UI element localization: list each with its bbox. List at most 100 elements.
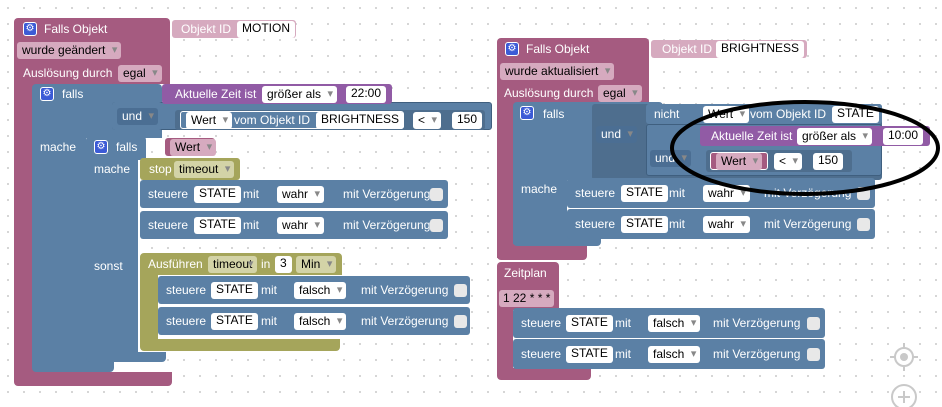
state-field[interactable]: STATE [211, 313, 258, 330]
delay-label: mit Verzögerung [713, 316, 801, 330]
mit-label: mit [261, 283, 277, 297]
cmp-value-field[interactable]: 150 [452, 112, 483, 129]
value-dropdown[interactable]: falsch [648, 346, 701, 363]
wert-var-dropdown[interactable]: Wert [716, 153, 763, 170]
time-value-field[interactable]: 22:00 [346, 86, 387, 103]
left-trigger-foot [14, 372, 172, 386]
mit-label: mit [243, 187, 259, 201]
objekt-field[interactable]: STATE [832, 106, 879, 123]
if2-foot [86, 352, 166, 362]
rif-mache: mache [521, 182, 558, 196]
steuere-label: steuere [575, 217, 616, 231]
time-value-field[interactable]: 10:00 [883, 128, 924, 145]
schedule-spine [497, 308, 513, 376]
wert-dropdown[interactable]: Wert [186, 112, 233, 129]
gear-icon[interactable]: ⚙ [40, 87, 54, 101]
if1-spine [32, 136, 86, 368]
state-field[interactable]: STATE [194, 217, 241, 234]
cmp-value-field[interactable]: 150 [813, 153, 844, 170]
state-field[interactable]: STATE [621, 216, 668, 233]
gear-icon[interactable]: ⚙ [505, 42, 519, 56]
and-dropdown[interactable]: und [117, 108, 159, 125]
time-label: Aktuelle Zeit ist [175, 87, 257, 101]
steuere-label: steuere [521, 347, 562, 361]
ausloesung-dropdown[interactable]: egal [118, 65, 162, 82]
objekt-id-field[interactable]: BRIGHTNESS [716, 41, 805, 58]
time-label: Aktuelle Zeit ist [711, 129, 793, 143]
delay-checkbox[interactable] [454, 315, 467, 328]
state-field[interactable]: STATE [566, 346, 613, 363]
value-dropdown[interactable]: falsch [294, 313, 347, 330]
if2-mache: mache [94, 162, 131, 176]
delay-label: mit Verzögerung [361, 283, 449, 297]
delay-checkbox[interactable] [430, 188, 443, 201]
steuere-label: steuere [166, 283, 207, 297]
delay-label: mit Verzögerung [764, 217, 852, 231]
exec-timeout-foot [140, 339, 340, 351]
cmp-dropdown[interactable]: < [413, 112, 442, 129]
delay-label: mit Verzögerung [713, 347, 801, 361]
value-dropdown[interactable]: wahr [703, 216, 751, 233]
time-operator-dropdown[interactable]: größer als [262, 86, 338, 103]
change-dropdown[interactable]: wurde geändert [17, 42, 122, 59]
mit-label: mit [261, 314, 277, 328]
steuere-label: steuere [521, 316, 562, 330]
exec-num-field[interactable]: 3 [275, 256, 292, 273]
if1-mache: mache [40, 140, 77, 154]
change-dropdown[interactable]: wurde aktualisiert [500, 63, 615, 80]
steuere-label: steuere [575, 186, 616, 200]
value-dropdown[interactable]: wahr [277, 186, 325, 203]
delay-checkbox[interactable] [430, 219, 443, 232]
wert-var-dropdown[interactable]: Wert [170, 139, 217, 156]
objekt-field[interactable]: BRIGHTNESS [316, 112, 405, 129]
delay-checkbox[interactable] [857, 218, 870, 231]
time-operator-dropdown[interactable]: größer als [797, 128, 873, 145]
cron-field[interactable]: 1 22 * * * [499, 290, 555, 307]
crosshair-icon[interactable] [889, 342, 919, 372]
if2-spine [86, 158, 138, 362]
and-dropdown[interactable]: und [596, 126, 638, 143]
objekt-id-label: Objekt ID [181, 22, 232, 36]
annotation-ellipse [670, 100, 940, 196]
mit-label: mit [669, 217, 685, 231]
steuere-label: steuere [148, 218, 189, 232]
delay-checkbox[interactable] [807, 317, 820, 330]
cmp-dropdown[interactable]: < [774, 153, 803, 170]
objekt-id-label: Objekt ID [662, 42, 713, 56]
objekt-id-field[interactable]: MOTION [237, 21, 295, 38]
right-trigger-spine [497, 100, 517, 258]
gear-icon[interactable]: ⚙ [520, 106, 534, 120]
mit-label: mit [669, 186, 685, 200]
vom-objekt-label: vom Objekt ID [750, 107, 827, 121]
exec-unit-dropdown[interactable]: Min [296, 256, 337, 273]
stop-timeout-dropdown[interactable]: timeout [174, 161, 235, 178]
gear-icon[interactable]: ⚙ [94, 140, 108, 154]
state-field[interactable]: STATE [621, 185, 668, 202]
value-dropdown[interactable]: falsch [294, 282, 347, 299]
state-field[interactable]: STATE [211, 282, 258, 299]
mit-label: mit [243, 218, 259, 232]
stop-label: stop [149, 162, 172, 176]
mit-label: mit [615, 316, 631, 330]
value-dropdown[interactable]: falsch [648, 315, 701, 332]
state-field[interactable]: STATE [194, 186, 241, 203]
if2-falls: falls [116, 140, 138, 154]
nicht-label: nicht [654, 107, 680, 121]
mit-label: mit [615, 347, 631, 361]
delay-checkbox[interactable] [454, 284, 467, 297]
exec-var-field[interactable]: timeout [208, 256, 258, 273]
exec-label: Ausführen [148, 257, 203, 271]
gear-icon[interactable]: ⚙ [23, 22, 37, 36]
value-dropdown[interactable]: wahr [277, 217, 325, 234]
exec-in-label: in [261, 257, 271, 271]
ausloesung-dropdown[interactable]: egal [598, 85, 642, 102]
if1-falls: falls [62, 87, 84, 101]
zoom-in-icon[interactable] [889, 382, 919, 407]
ausloesung-label: Auslösung durch [23, 66, 113, 80]
delay-checkbox[interactable] [807, 348, 820, 361]
state-field[interactable]: STATE [566, 315, 613, 332]
schedule-foot [497, 368, 591, 380]
rif-falls: falls [543, 107, 565, 121]
steuere-label: steuere [148, 187, 189, 201]
steuere-label: steuere [166, 314, 207, 328]
